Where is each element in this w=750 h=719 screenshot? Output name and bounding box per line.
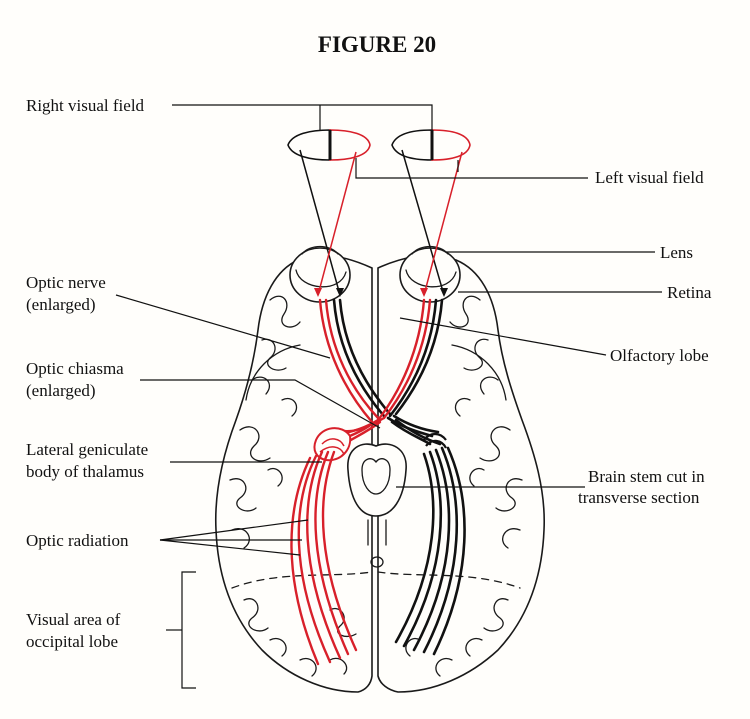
label-lgb-line1: Lateral geniculate [26, 440, 148, 459]
light-rays [299, 149, 463, 297]
figure-title: FIGURE 20 [318, 32, 436, 57]
label-retina: Retina [667, 283, 712, 302]
label-visual-area-line1: Visual area of [26, 610, 121, 629]
right-field-oval [391, 129, 471, 161]
label-optic-nerve-line2: (enlarged) [26, 295, 96, 314]
leader-lines [115, 104, 662, 689]
label-visual-area-line2: occipital lobe [26, 632, 118, 651]
label-olfactory-lobe: Olfactory lobe [610, 346, 709, 365]
label-optic-chiasma-line1: Optic chiasma [26, 359, 124, 378]
label-lens: Lens [660, 243, 693, 262]
label-optic-radiation: Optic radiation [26, 531, 129, 550]
optic-radiation-left [290, 450, 358, 666]
optic-nerves [318, 298, 444, 424]
label-left-visual-field: Left visual field [595, 168, 704, 187]
label-optic-chiasma-line2: (enlarged) [26, 381, 96, 400]
brain-stem [347, 443, 407, 568]
labels: Right visual field Left visual field Len… [26, 96, 712, 651]
brain-gyri [229, 295, 523, 677]
label-brain-stem-line1: Brain stem cut in [588, 467, 705, 486]
left-field-oval [287, 129, 371, 161]
optic-radiation-right [394, 446, 466, 656]
label-brain-stem-line2: transverse section [578, 488, 700, 507]
lateral-geniculate-body [313, 427, 447, 462]
label-optic-nerve-line1: Optic nerve [26, 273, 106, 292]
label-lgb-line2: body of thalamus [26, 462, 144, 481]
label-right-visual-field: Right visual field [26, 96, 145, 115]
